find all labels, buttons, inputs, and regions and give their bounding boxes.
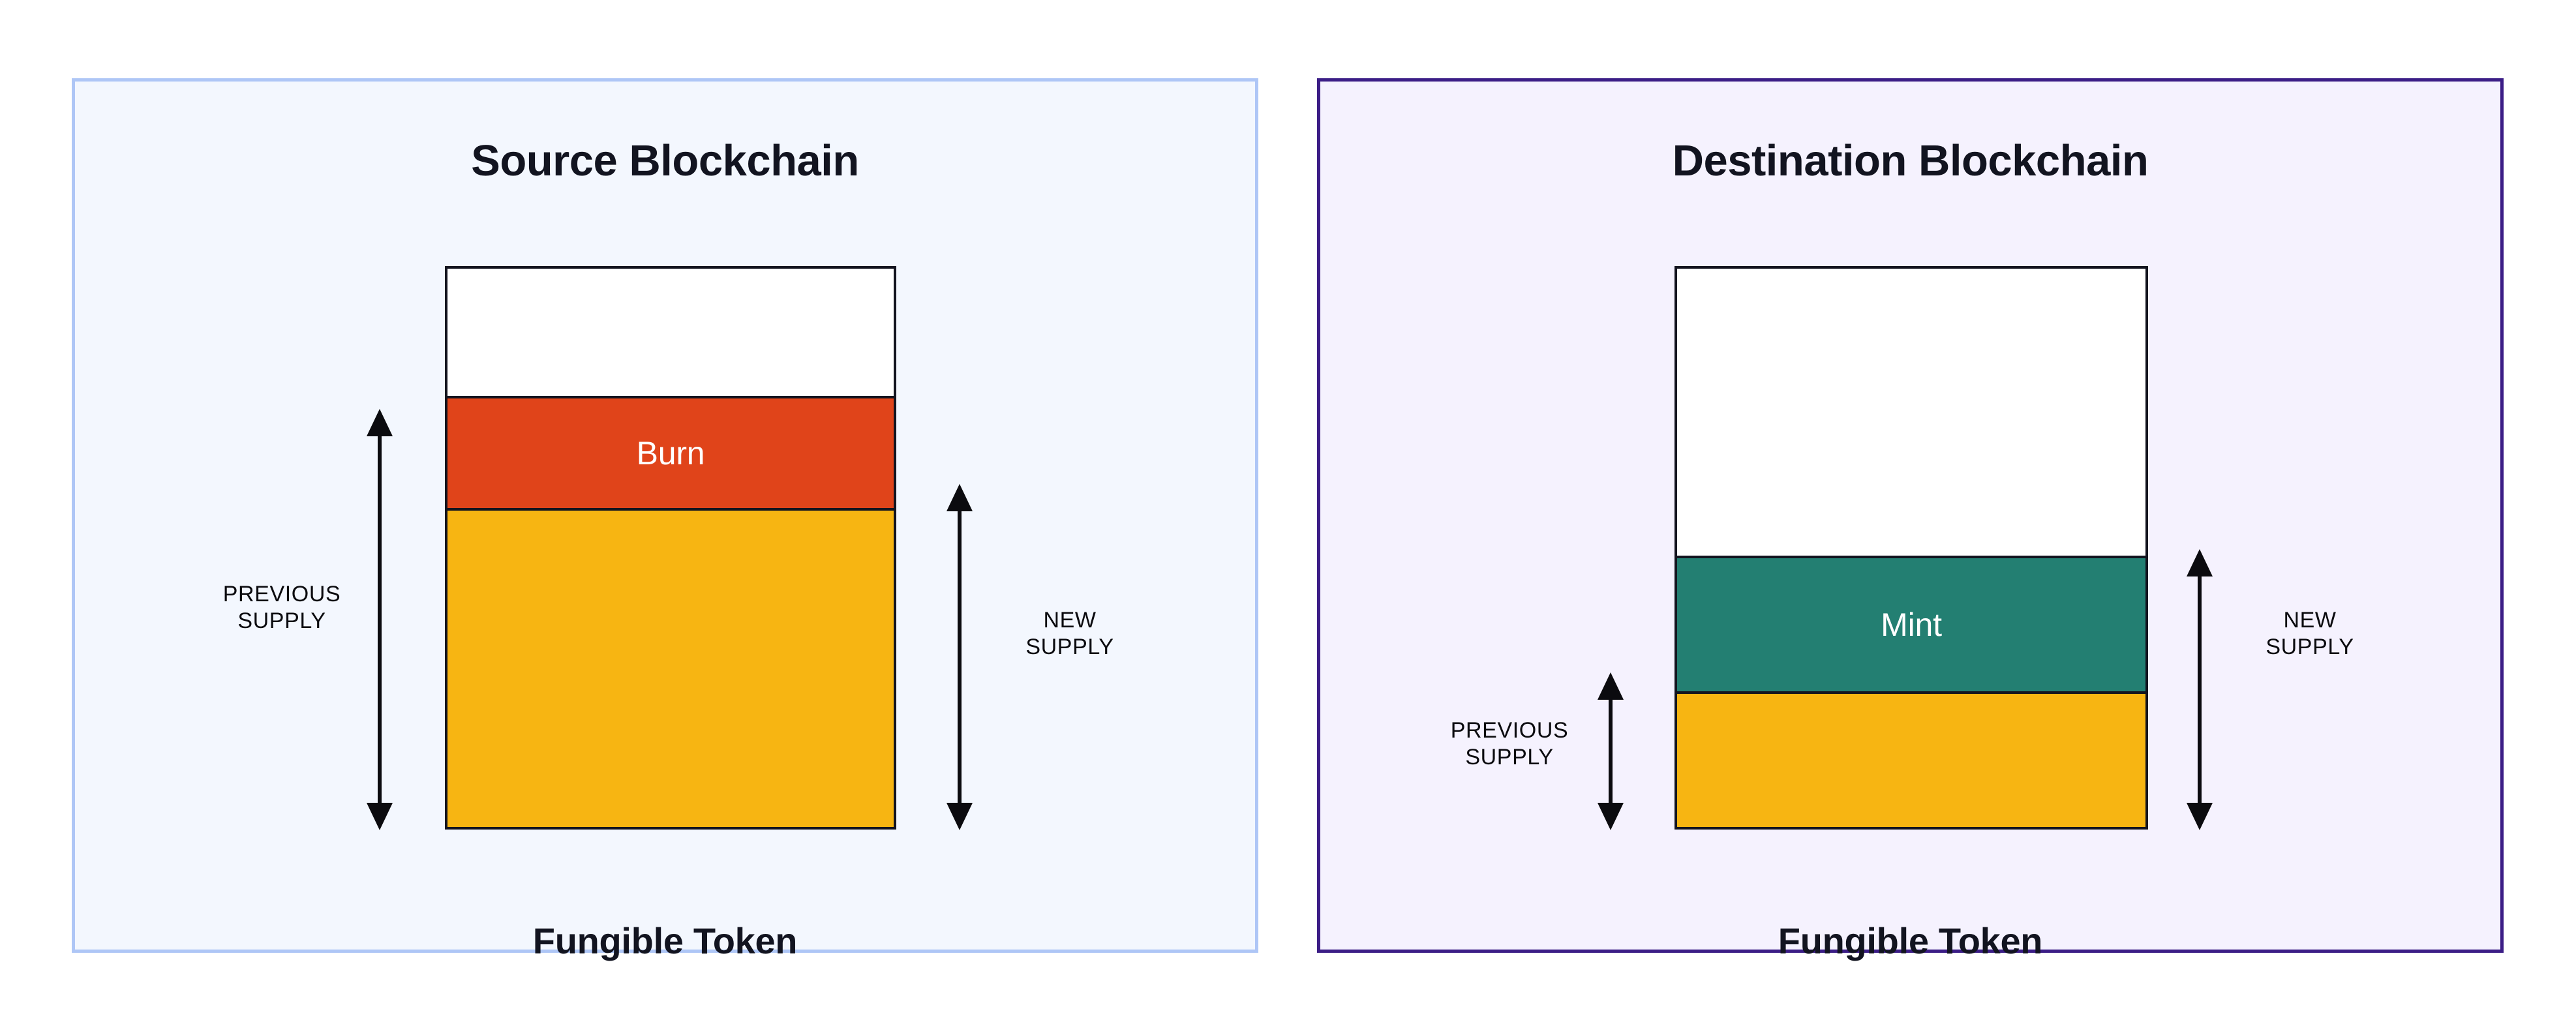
destination-segment-existing-supply <box>1677 691 2145 827</box>
destination-panel-title: Destination Blockchain <box>1672 136 2149 185</box>
source-segment-burn: Burn <box>447 396 894 508</box>
destination-previous-supply-arrow <box>1598 671 1624 831</box>
destination-new-supply-label: NEW SUPPLY <box>2265 608 2354 660</box>
source-burn-label: Burn <box>636 435 705 472</box>
source-previous-supply-label: PREVIOUS SUPPLY <box>222 582 341 634</box>
destination-previous-supply-label: PREVIOUS SUPPLY <box>1450 718 1569 770</box>
destination-blockchain-panel: Destination Blockchain Mint PREVIOUS SUP… <box>1317 78 2504 959</box>
source-new-supply-arrow <box>947 483 973 831</box>
destination-token-supply-bar: Mint <box>1674 266 2148 830</box>
source-token-supply-bar: Burn <box>445 266 896 830</box>
source-segment-empty-headroom <box>447 269 894 396</box>
destination-segment-empty-headroom <box>1677 269 2145 556</box>
destination-panel-footer-label: Fungible Token <box>1778 920 2043 961</box>
source-blockchain-panel: Source Blockchain Burn PREVIOUS SUPPLY <box>72 78 1258 959</box>
source-segment-remaining-supply <box>447 508 894 827</box>
destination-new-supply-arrow <box>2187 548 2213 831</box>
destination-mint-label: Mint <box>1881 606 1942 643</box>
source-previous-supply-arrow <box>367 408 393 831</box>
destination-segment-mint: Mint <box>1677 556 2145 691</box>
source-panel-title: Source Blockchain <box>471 136 859 185</box>
source-panel-footer-label: Fungible Token <box>532 920 798 961</box>
source-new-supply-label: NEW SUPPLY <box>1025 608 1114 660</box>
